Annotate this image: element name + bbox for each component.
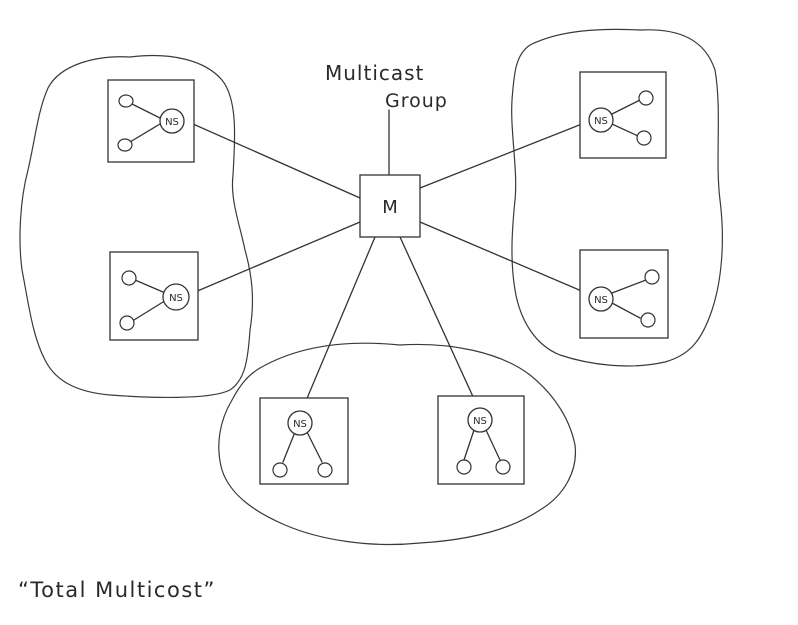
leaf-link bbox=[611, 123, 639, 137]
link-bottom-left bbox=[299, 236, 376, 416]
ns-label: NS bbox=[473, 416, 487, 427]
connections bbox=[183, 109, 599, 416]
leaf-node bbox=[119, 315, 135, 331]
diagram-caption: “Total Multicost” bbox=[18, 578, 216, 602]
node-mid-left: NS bbox=[109, 251, 199, 341]
ns-label: NS bbox=[594, 295, 608, 306]
leaf-node bbox=[272, 462, 288, 478]
node-top-right: NS bbox=[579, 71, 667, 159]
hub-label: M bbox=[382, 197, 398, 218]
leaf-node bbox=[118, 94, 134, 108]
ns-node bbox=[588, 107, 614, 133]
link-top-right bbox=[419, 119, 593, 189]
node-bottom-right: NS bbox=[437, 395, 525, 485]
leaf-link bbox=[611, 99, 641, 115]
left-region-cloud bbox=[19, 54, 254, 399]
leaf-link bbox=[131, 103, 161, 119]
leaf-link bbox=[611, 302, 641, 319]
right-region-cloud bbox=[511, 28, 723, 367]
ns-label: NS bbox=[594, 116, 608, 127]
link-mid-left bbox=[187, 221, 361, 296]
multicast-group-label-line2: Group bbox=[385, 90, 448, 112]
leaf-link bbox=[129, 123, 161, 143]
leaf-link bbox=[611, 279, 647, 294]
leaf-link bbox=[306, 431, 323, 463]
leaf-node bbox=[640, 312, 656, 328]
ns-label: NS bbox=[169, 293, 183, 304]
ns-label: NS bbox=[165, 117, 179, 128]
link-top-left bbox=[183, 119, 361, 199]
leaf-node bbox=[644, 269, 660, 285]
ns-node bbox=[467, 407, 493, 433]
leaf-node bbox=[495, 459, 511, 475]
link-mid-right bbox=[419, 221, 599, 299]
ns-node bbox=[287, 410, 313, 436]
leaf-link bbox=[485, 429, 501, 461]
ns-node bbox=[159, 108, 185, 134]
hub-box bbox=[359, 174, 421, 238]
node-mid-right: NS bbox=[579, 249, 669, 339]
leaf-node bbox=[121, 270, 137, 286]
bottom-region-cloud bbox=[218, 342, 577, 546]
leaf-node bbox=[117, 138, 133, 152]
leaf-link bbox=[463, 429, 475, 461]
node-top-left: NS bbox=[107, 79, 195, 163]
ns-node bbox=[588, 286, 614, 312]
leaf-link bbox=[133, 301, 164, 321]
link-bottom-right bbox=[399, 236, 481, 413]
leaf-node bbox=[456, 459, 472, 475]
leaf-link bbox=[134, 279, 164, 293]
multicast-group-label-line1: Multicast bbox=[325, 61, 424, 85]
leaf-link bbox=[282, 431, 296, 463]
leaf-node bbox=[638, 90, 654, 106]
leaf-node bbox=[636, 130, 652, 146]
leaf-node bbox=[317, 462, 333, 478]
ns-label: NS bbox=[293, 419, 307, 430]
node-bottom-left: NS bbox=[259, 397, 349, 485]
ns-node bbox=[162, 283, 190, 311]
